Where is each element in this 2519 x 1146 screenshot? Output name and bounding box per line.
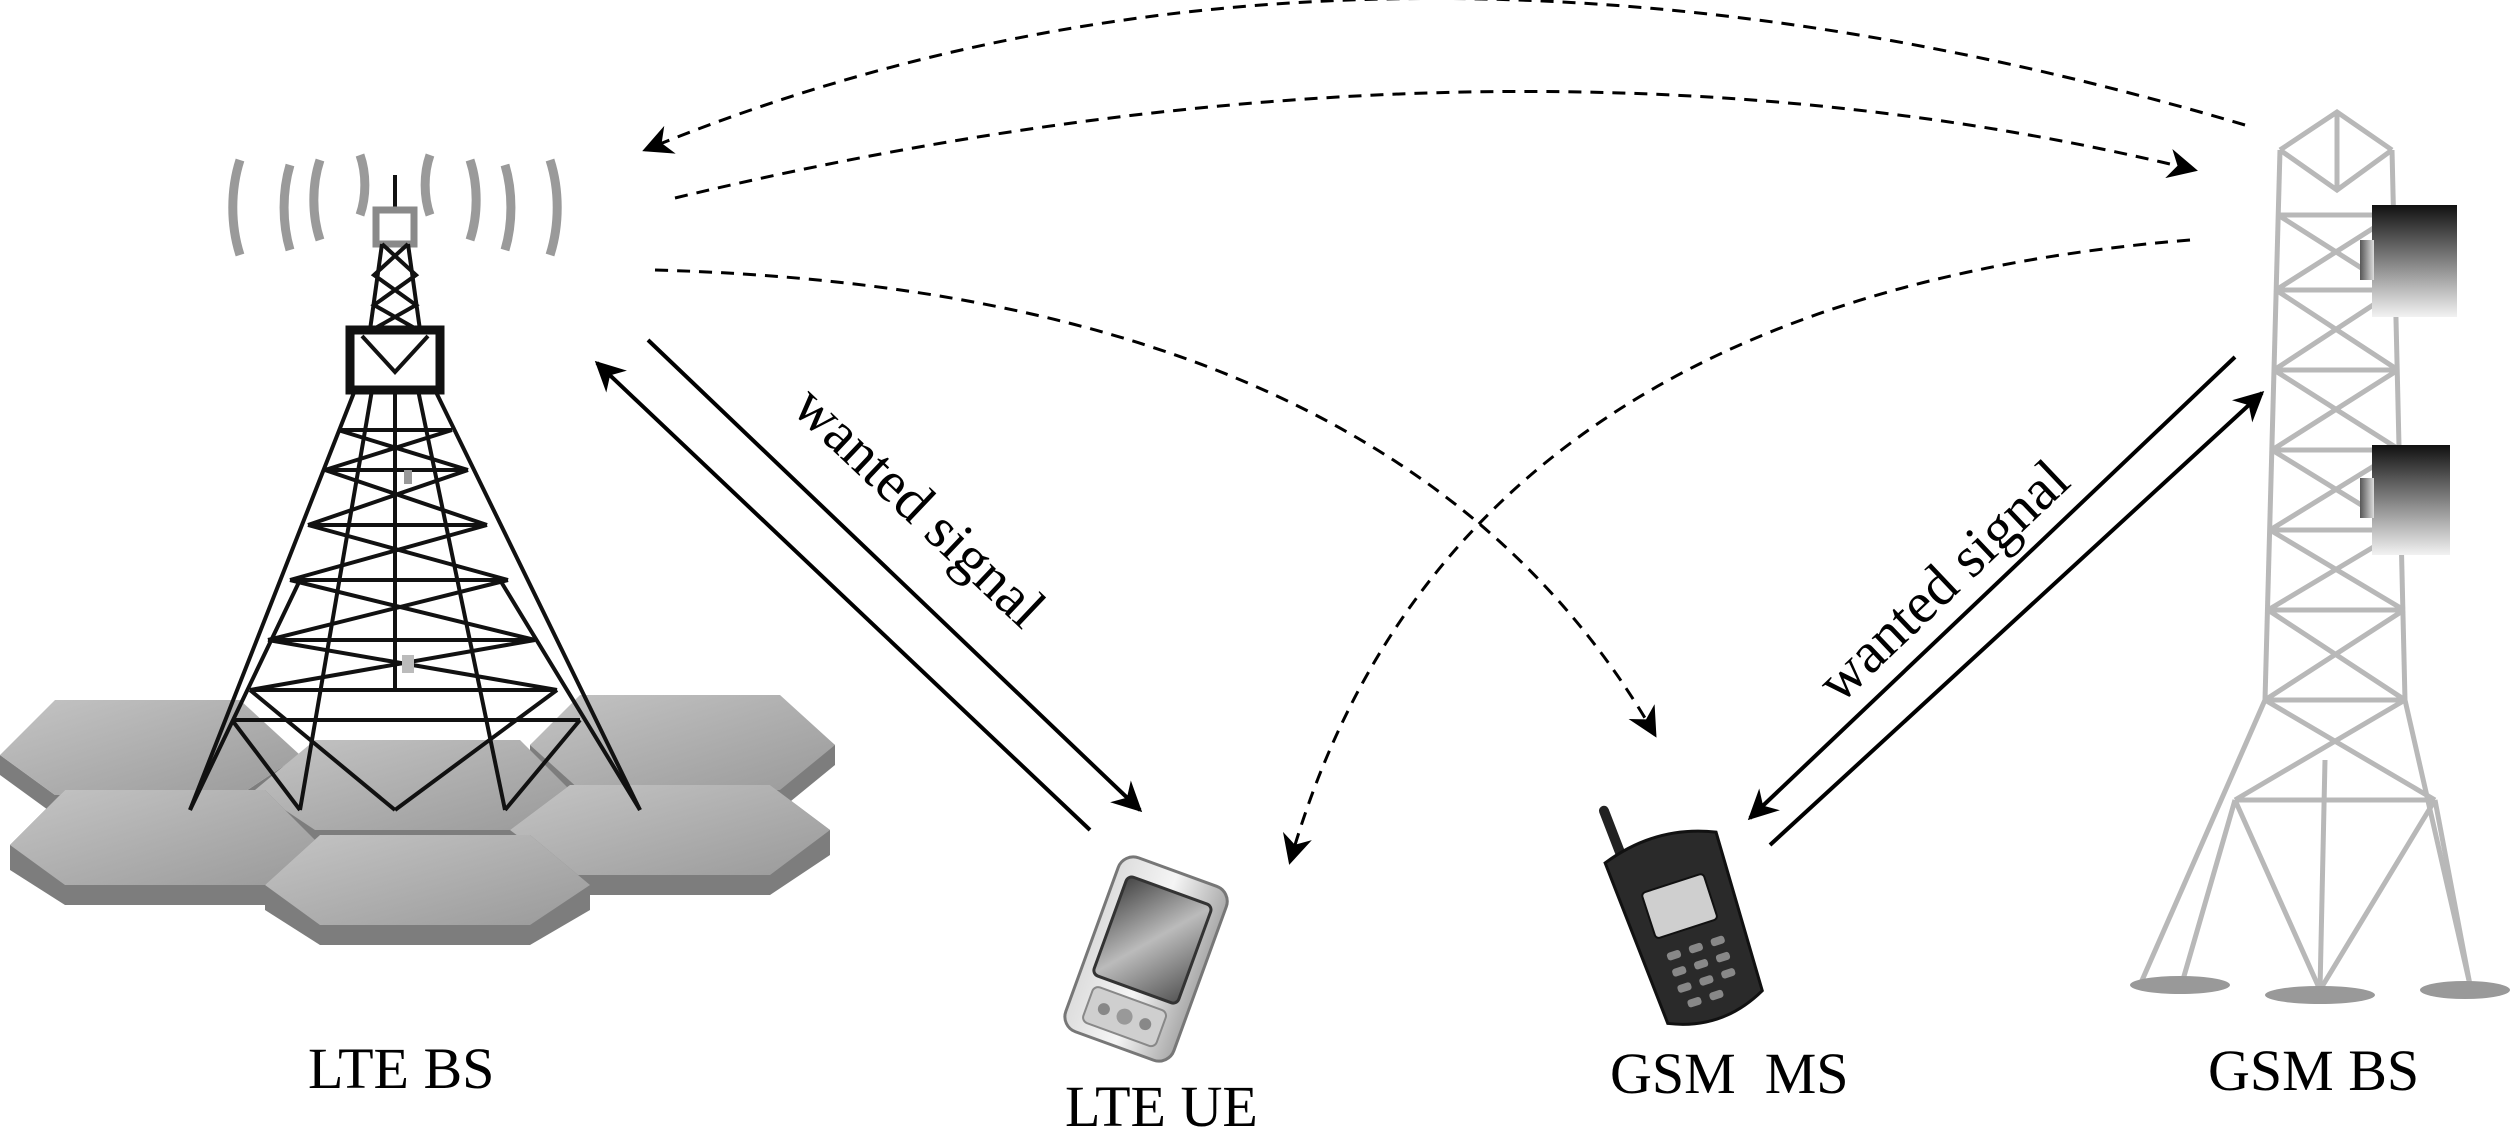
lte-bs-tower — [188, 153, 642, 812]
lte-ue-label: LTE UE — [1065, 1074, 1258, 1139]
gsm-bs-label: GSM BS — [2208, 1038, 2420, 1103]
hex-cell — [10, 790, 320, 905]
interference-gsm-bs-to-lte-ue — [1282, 238, 2191, 865]
interference-lte-bs-to-gsm-ms — [654, 268, 1657, 738]
lte-cell-grid — [0, 695, 835, 945]
hex-cell — [265, 835, 590, 945]
signal-waves-icon — [228, 153, 562, 257]
hex-cell — [530, 695, 835, 810]
lte-bs-label: LTE BS — [308, 1036, 495, 1101]
gsm-ms-label: GSM MS — [1610, 1041, 1849, 1106]
wanted-signal-lte — [594, 338, 1143, 832]
gsm-bs-tower — [2130, 108, 2510, 1004]
interference-gsm-bs-to-lte-bs — [642, 0, 2246, 154]
wanted-signal-gsm-label: wanted signal — [1804, 447, 2081, 715]
gsm-ms-phone-icon — [1598, 805, 1764, 1026]
interference-lte-bs-to-gsm-bs — [674, 90, 2198, 200]
lte-ue-device-icon — [1063, 855, 1229, 1063]
wanted-signal-gsm — [1747, 355, 2265, 847]
hex-cell — [510, 785, 830, 895]
interference-paths — [642, 0, 2246, 865]
